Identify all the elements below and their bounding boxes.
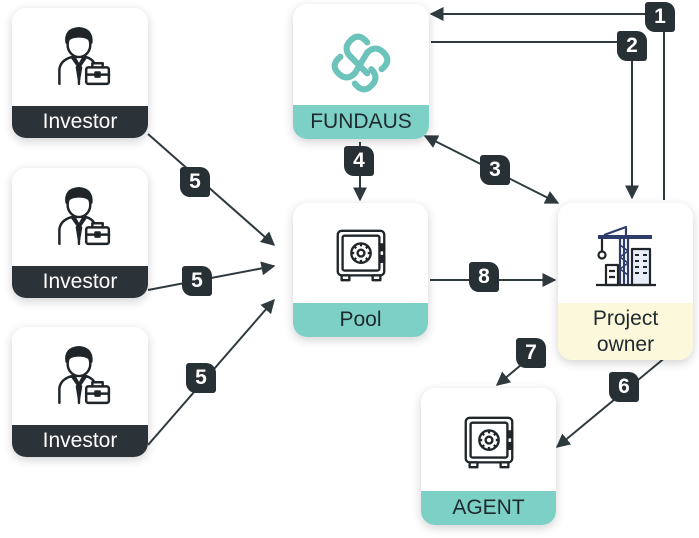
- step-badge-8: 8: [469, 262, 499, 292]
- businessman-briefcase-icon: [12, 22, 148, 88]
- step-badge-5-investor-2: 5: [182, 266, 212, 296]
- fundaus-label: FUNDAUS: [293, 105, 429, 139]
- step-badge-3: 3: [480, 155, 510, 185]
- agent-label: AGENT: [421, 491, 556, 525]
- fundaus-node: FUNDAUS: [293, 4, 429, 139]
- businessman-briefcase-icon: [12, 341, 148, 407]
- arrow-2-fundaus-to-project-owner: [431, 41, 639, 200]
- investor-node-2: Investor: [12, 168, 148, 298]
- pool-node: Pool: [293, 203, 428, 337]
- fundaus-logo: [293, 30, 429, 96]
- project-owner-node: Project owner: [558, 203, 693, 360]
- agent-node: AGENT: [421, 388, 556, 525]
- step-badge-7: 7: [516, 338, 546, 368]
- step-badge-5-investor-1: 5: [180, 167, 210, 197]
- investor-label: Investor: [12, 266, 148, 298]
- step-badge-2: 2: [617, 31, 647, 61]
- businessman-briefcase-icon: [12, 182, 148, 248]
- investor-label: Investor: [12, 425, 148, 457]
- investor-node-1: Investor: [12, 8, 148, 138]
- construction-crane-building-icon: [558, 225, 693, 287]
- investor-label: Investor: [12, 106, 148, 138]
- step-badge-5-investor-3: 5: [186, 363, 216, 393]
- safe-icon: [421, 412, 556, 474]
- step-badge-6: 6: [609, 372, 639, 402]
- step-badge-1: 1: [645, 2, 675, 32]
- safe-icon: [293, 225, 428, 287]
- step-badge-4: 4: [344, 146, 374, 176]
- project-owner-label: Project owner: [558, 303, 693, 360]
- pool-label: Pool: [293, 303, 428, 337]
- investor-node-3: Investor: [12, 327, 148, 457]
- arrow-5-investor1-to-pool: [147, 133, 276, 246]
